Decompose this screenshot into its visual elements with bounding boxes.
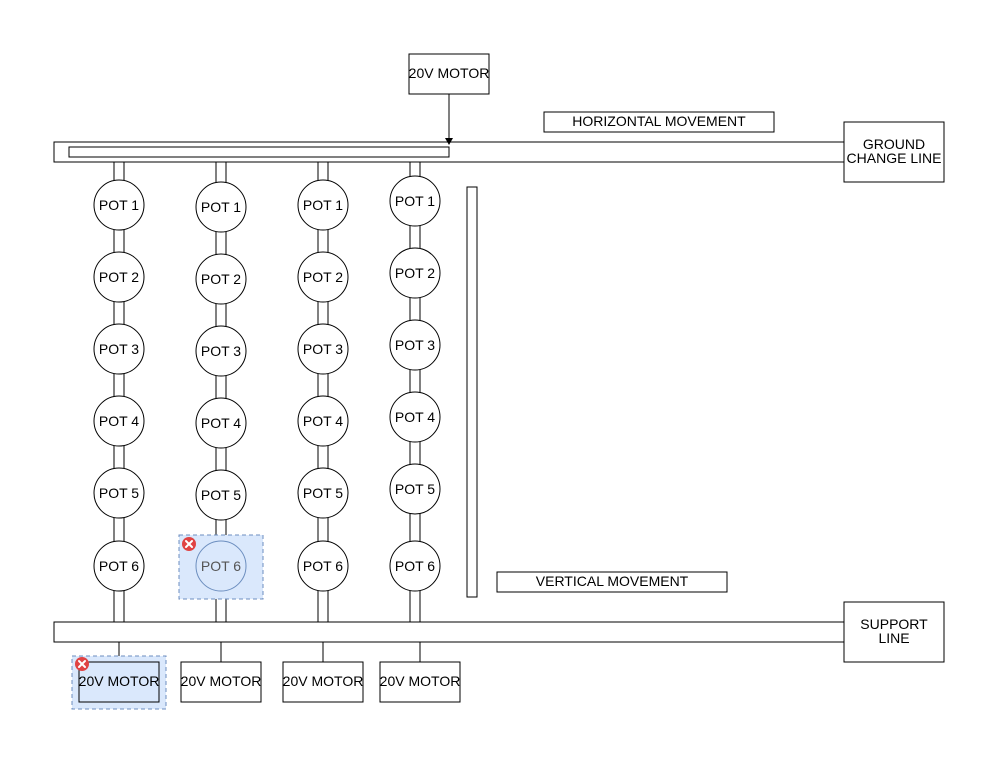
pot-label: POT 5 — [201, 487, 241, 503]
pot-label: POT 1 — [395, 193, 435, 209]
pot-col4-4[interactable]: POT 4 — [389, 391, 441, 443]
pot-col3-2[interactable]: POT 2 — [297, 251, 349, 303]
pot-col2-6-selected[interactable]: POT 6 — [178, 534, 264, 600]
horizontal-movement-label: HORIZONTAL MOVEMENT — [572, 113, 746, 129]
pot-col4-1[interactable]: POT 1 — [389, 175, 441, 227]
pot-col4-5[interactable]: POT 5 — [389, 463, 441, 515]
pot-col4-6[interactable]: POT 6 — [389, 540, 441, 592]
pot-label: POT 4 — [201, 415, 241, 431]
support-line-label-1: SUPPORT — [860, 616, 928, 632]
pot-label: POT 5 — [303, 485, 343, 501]
top-motor-label: 20V MOTOR — [409, 65, 490, 81]
pot-col2-1[interactable]: POT 1 — [195, 181, 247, 233]
pot-col3-5[interactable]: POT 5 — [297, 467, 349, 519]
pot-label: POT 1 — [99, 197, 139, 213]
pot-col1-1[interactable]: POT 1 — [93, 179, 145, 231]
support-line-label-2: LINE — [878, 630, 909, 646]
pot-label: POT 1 — [201, 199, 241, 215]
bottom-motor-col4[interactable]: 20V MOTOR — [379, 661, 461, 703]
delete-x-icon[interactable] — [182, 537, 196, 551]
pot-label: POT 6 — [201, 558, 241, 574]
pot-label: POT 3 — [99, 341, 139, 357]
pot-label: POT 5 — [395, 481, 435, 497]
pot-label: POT 5 — [99, 485, 139, 501]
selection-frame[interactable] — [71, 655, 167, 710]
pot-col4-3[interactable]: POT 3 — [389, 319, 441, 371]
bottom-motor-col2[interactable]: 20V MOTOR — [180, 661, 262, 703]
pot-col2-2[interactable]: POT 2 — [195, 253, 247, 305]
ground-change-line-node[interactable]: GROUND CHANGE LINE — [843, 121, 945, 183]
pot-col3-3[interactable]: POT 3 — [297, 323, 349, 375]
pot-col1-6[interactable]: POT 6 — [93, 540, 145, 592]
support-rail[interactable] — [53, 621, 845, 643]
pot-label: POT 2 — [303, 269, 343, 285]
pot-col3-6[interactable]: POT 6 — [297, 540, 349, 592]
selection-frame[interactable] — [178, 534, 264, 600]
motor-label: 20V MOTOR — [283, 673, 364, 689]
pot-label: POT 3 — [201, 343, 241, 359]
support-line-node[interactable]: SUPPORT LINE — [843, 601, 945, 663]
pot-label: POT 4 — [303, 413, 343, 429]
pot-col1-2[interactable]: POT 2 — [93, 251, 145, 303]
ground-change-line-label-2: CHANGE LINE — [847, 150, 942, 166]
motor-label: 20V MOTOR — [79, 673, 160, 689]
pot-col3-4[interactable]: POT 4 — [297, 395, 349, 447]
bottom-motor-col3[interactable]: 20V MOTOR — [282, 661, 364, 703]
vertical-movement-label: VERTICAL MOVEMENT — [536, 573, 689, 589]
arrow-head-icon — [445, 138, 453, 145]
ground-change-line-label-1: GROUND — [863, 136, 925, 152]
pot-label: POT 3 — [395, 337, 435, 353]
vertical-movement-node[interactable]: VERTICAL MOVEMENT — [496, 571, 728, 593]
pot-col2-4[interactable]: POT 4 — [195, 397, 247, 449]
pot-label: POT 6 — [395, 558, 435, 574]
pot-col1-4[interactable]: POT 4 — [93, 395, 145, 447]
pot-col2-3[interactable]: POT 3 — [195, 325, 247, 377]
pot-label: POT 2 — [395, 265, 435, 281]
pot-col2-5[interactable]: POT 5 — [195, 469, 247, 521]
pot-label: POT 3 — [303, 341, 343, 357]
horizontal-movement-node[interactable]: HORIZONTAL MOVEMENT — [543, 111, 775, 133]
pot-label: POT 4 — [99, 413, 139, 429]
horizontal-slider[interactable] — [68, 146, 450, 158]
motor-label: 20V MOTOR — [380, 673, 461, 689]
pot-label: POT 4 — [395, 409, 435, 425]
pot-col4-2[interactable]: POT 2 — [389, 247, 441, 299]
pot-label: POT 6 — [99, 558, 139, 574]
pot-col1-5[interactable]: POT 5 — [93, 467, 145, 519]
pot-label: POT 6 — [303, 558, 343, 574]
vertical-movement-bar[interactable] — [466, 186, 478, 598]
pot-label: POT 2 — [201, 271, 241, 287]
pot-label: POT 1 — [303, 197, 343, 213]
delete-x-icon[interactable] — [75, 657, 89, 671]
top-motor-node[interactable]: 20V MOTOR — [408, 53, 490, 95]
motor-label: 20V MOTOR — [181, 673, 262, 689]
pot-label: POT 2 — [99, 269, 139, 285]
bottom-motor-col1-selected[interactable]: 20V MOTOR — [71, 655, 167, 710]
pot-col1-3[interactable]: POT 3 — [93, 323, 145, 375]
pot-col3-1[interactable]: POT 1 — [297, 179, 349, 231]
